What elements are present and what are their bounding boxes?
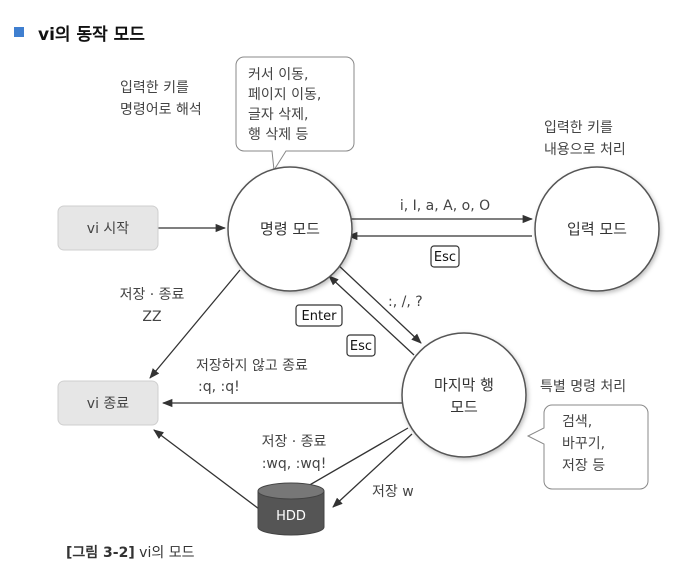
save-exit-wq-cmd-label: :wq, :wq! — [262, 456, 327, 472]
command-mode-label: 명령 모드 — [260, 220, 320, 238]
esc-key-box-2: Esc — [346, 334, 376, 357]
esc-key-label: Esc — [350, 339, 372, 354]
arrow-lastline-to-command — [328, 275, 415, 356]
esc-key-box-1: Esc — [430, 245, 460, 268]
figure-caption: [그림 3-2] vi의 모드 — [66, 542, 194, 562]
vi-start-box: vi 시작 — [57, 205, 159, 251]
insert-mode-node: 입력 모드 — [534, 166, 660, 292]
bubble-line: 페이지 이동, — [248, 87, 321, 103]
last-line-mode-label-1: 마지막 행 — [434, 376, 494, 394]
command-interpret-note: 명령어로 해석 — [120, 102, 202, 118]
enter-key-box: Enter — [295, 304, 343, 327]
bubble-line: 행 삭제 등 — [248, 127, 309, 143]
vi-exit-label: vi 종료 — [87, 396, 130, 412]
save-w-label: 저장 w — [372, 484, 414, 500]
arrow-command-to-lastline — [335, 262, 422, 344]
last-line-process-note: 특별 명령 처리 — [540, 379, 626, 395]
arrow-lastline-to-hdd — [332, 433, 413, 508]
insert-keys-label: i, I, a, A, o, O — [400, 198, 490, 214]
bubble-line: 바꾸기, — [562, 436, 605, 452]
caption-label: [그림 3-2] — [66, 545, 135, 561]
vi-exit-box: vi 종료 — [57, 380, 159, 426]
save-exit-label: 저장 · 종료 — [120, 287, 185, 303]
bubble-line: 검색, — [562, 414, 592, 430]
vi-start-label: vi 시작 — [87, 221, 130, 237]
caption-text: vi의 모드 — [134, 545, 195, 561]
bubble-line: 커서 이동, — [248, 67, 308, 83]
save-exit-wq-label: 저장 · 종료 — [262, 434, 327, 450]
command-mode-node: 명령 모드 — [227, 166, 353, 292]
quit-no-save-cmd-label: :q, :q! — [198, 379, 240, 395]
hdd-label: HDD — [276, 509, 306, 524]
bubble-line: 글자 삭제, — [248, 107, 308, 123]
command-interpret-note: 입력한 키를 — [120, 80, 189, 96]
last-line-keys-label: :, /, ? — [388, 294, 423, 310]
last-line-mode-bubble: 검색, 바꾸기, 저장 등 — [526, 404, 649, 490]
command-mode-bubble: 커서 이동, 페이지 이동, 글자 삭제, 행 삭제 등 — [235, 56, 355, 172]
bubble-line: 저장 등 — [562, 458, 605, 474]
insert-process-note: 입력한 키를 — [544, 120, 613, 136]
esc-key-label: Esc — [434, 250, 456, 265]
insert-process-note: 내용으로 처리 — [544, 142, 626, 158]
insert-mode-label: 입력 모드 — [567, 220, 627, 238]
heading-text: vi의 동작 모드 — [38, 24, 145, 45]
heading-bullet-icon — [14, 27, 24, 37]
hdd-icon: HDD — [257, 482, 325, 536]
section-heading: vi의 동작 모드 — [14, 20, 145, 45]
save-exit-cmd-label: ZZ — [142, 309, 161, 325]
arrow-command-to-exit — [149, 269, 241, 379]
last-line-mode-label-2: 모드 — [450, 398, 478, 416]
last-line-mode-node: 마지막 행 모드 — [401, 332, 527, 458]
enter-key-label: Enter — [302, 309, 338, 324]
quit-no-save-label: 저장하지 않고 종료 — [196, 358, 308, 374]
